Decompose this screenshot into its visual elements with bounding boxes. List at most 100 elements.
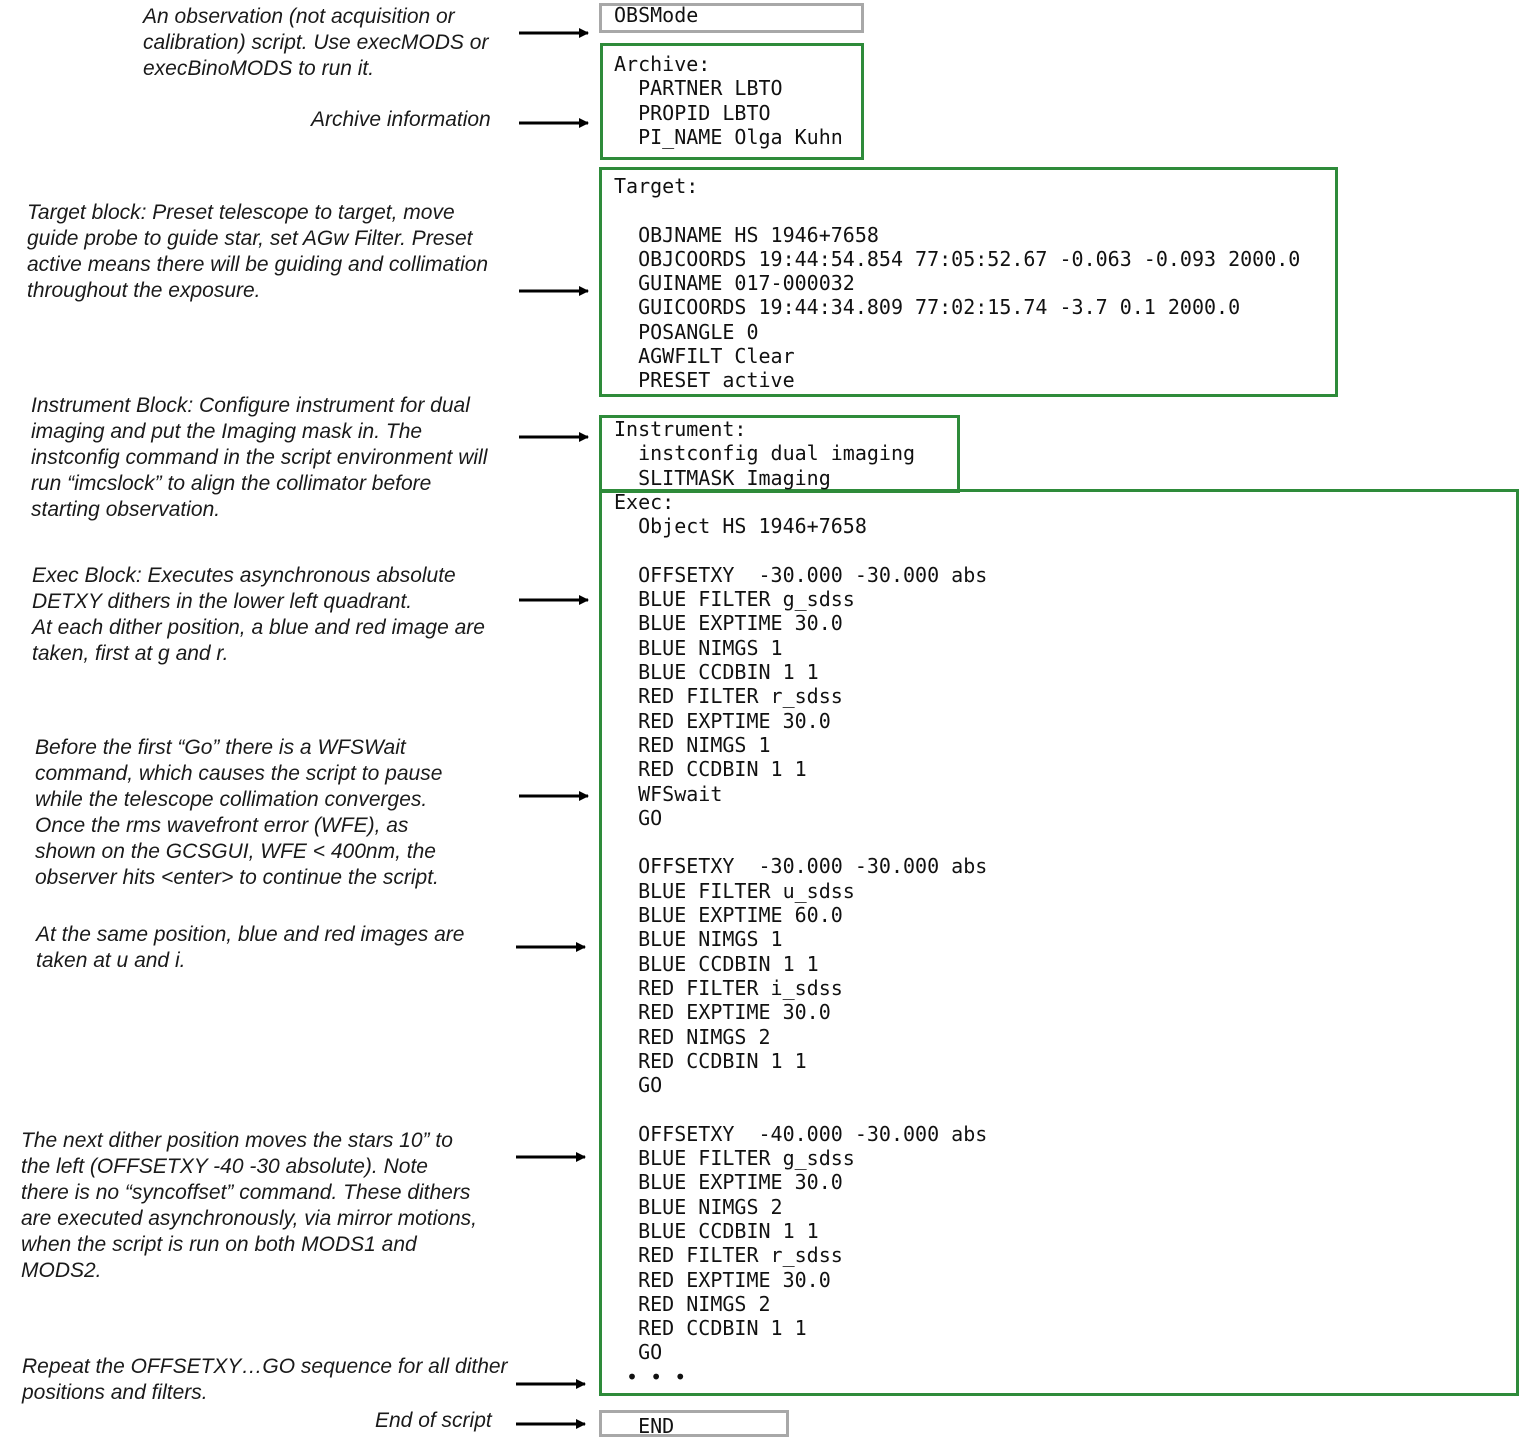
obsmode-code-line: OBSMode xyxy=(614,3,699,27)
exec-code-line: RED FILTER r_sdss xyxy=(614,1243,843,1268)
exec-code-line: BLUE CCDBIN 1 1 xyxy=(614,660,819,685)
exec-code-line: RED EXPTIME 30.0 xyxy=(614,708,831,733)
exec-code-line: RED CCDBIN 1 1 xyxy=(614,1316,807,1341)
annotation-end-line: End of script xyxy=(375,1409,492,1432)
exec-code-line: RED NIMGS 1 xyxy=(614,732,771,757)
archive-code-line: PARTNER LBTO xyxy=(614,76,783,101)
exec-code-line: RED EXPTIME 30.0 xyxy=(614,1267,831,1292)
annotation-next-dither-line: the left (OFFSETXY -40 -30 absolute). No… xyxy=(21,1155,428,1178)
instrument-code-line: SLITMASK Imaging xyxy=(614,465,831,490)
annotation-archive: Archive information xyxy=(311,107,491,133)
annotation-repeat: Repeat the OFFSETXY…GO sequence for all … xyxy=(22,1354,508,1406)
exec-code-line: RED CCDBIN 1 1 xyxy=(614,1048,807,1073)
exec-code-line: BLUE CCDBIN 1 1 xyxy=(614,951,819,976)
target-block-box xyxy=(599,167,1338,397)
annotation-wfswait-line: while the telescope collimation converge… xyxy=(35,788,428,811)
exec-code-line: BLUE NIMGS 1 xyxy=(614,927,783,952)
annotation-instrument-line: run “imcslock” to align the collimator b… xyxy=(31,472,432,495)
annotation-exec: Exec Block: Executes asynchronous absolu… xyxy=(32,563,485,667)
obsmode-box xyxy=(599,3,864,33)
exec-code-line: Object HS 1946+7658 xyxy=(614,514,867,539)
end-box xyxy=(599,1410,789,1437)
annotation-instrument: Instrument Block: Configure instrument f… xyxy=(31,393,487,523)
annotation-wfswait-line: observer hits <enter> to continue the sc… xyxy=(35,866,439,889)
annotation-next-dither-line: there is no “syncoffset” command. These … xyxy=(21,1181,471,1204)
exec-code-line: OFFSETXY -30.000 -30.000 abs xyxy=(614,854,988,879)
annotation-next-dither-line: are executed asynchronously, via mirror … xyxy=(21,1207,477,1230)
annotation-exec-line: DETXY dithers in the lower left quadrant… xyxy=(32,590,413,613)
annotation-same-position-line: taken at u and i. xyxy=(36,949,186,972)
exec-code-line: BLUE FILTER u_sdss xyxy=(614,878,855,903)
exec-code-line: GO xyxy=(614,805,663,830)
annotation-obsmode-line: An observation (not acquisition or xyxy=(143,5,455,28)
exec-code-line: Exec: xyxy=(614,490,675,514)
exec-code-line xyxy=(614,539,987,563)
target-code-line: OBJNAME HS 1946+7658 xyxy=(614,222,879,247)
annotation-obsmode: An observation (not acquisition or calibr… xyxy=(143,4,488,82)
exec-code-line: WFSwait xyxy=(614,781,723,806)
target-code-line: Target: xyxy=(614,174,699,198)
annotation-exec-line: taken, first at g and r. xyxy=(32,642,229,665)
archive-code: Archive: PARTNER LBTO PROPID LBTO PI_NAM… xyxy=(614,52,843,149)
annotation-target-line: Target block: Preset telescope to target… xyxy=(27,201,455,224)
archive-code-line: PI_NAME Olga Kuhn xyxy=(614,124,843,149)
target-code-line: AGWFILT Clear xyxy=(614,344,795,369)
annotation-obsmode-line: calibration) script. Use execMODS or xyxy=(143,31,489,54)
exec-code-line: BLUE FILTER g_sdss xyxy=(614,587,855,612)
exec-code-line xyxy=(614,830,987,854)
exec-code-line: RED NIMGS 2 xyxy=(614,1291,771,1316)
end-code: END xyxy=(614,1414,674,1438)
exec-code-line: BLUE EXPTIME 60.0 xyxy=(614,903,843,928)
archive-block-box xyxy=(600,43,864,160)
target-code-line: GUINAME 017-000032 xyxy=(614,271,855,296)
annotation-instrument-line: imaging and put the Imaging mask in. The xyxy=(31,420,423,443)
target-code: Target: OBJNAME HS 1946+7658 OBJCOORDS 1… xyxy=(614,174,1300,393)
annotation-instrument-line: starting observation. xyxy=(31,498,221,521)
annotation-same-position: At the same position, blue and red image… xyxy=(36,922,464,974)
exec-code-line: OFFSETXY -30.000 -30.000 abs xyxy=(614,562,988,587)
exec-code-line: RED FILTER r_sdss xyxy=(614,684,843,709)
target-code-line: OBJCOORDS 19:44:54.854 77:05:52.67 -0.06… xyxy=(614,246,1301,271)
annotation-repeat-line: positions and filters. xyxy=(22,1381,208,1404)
exec-code-line: RED CCDBIN 1 1 xyxy=(614,757,807,782)
exec-code-line: RED FILTER i_sdss xyxy=(614,975,843,1000)
archive-code-line: Archive: xyxy=(614,52,711,76)
exec-code-line: RED EXPTIME 30.0 xyxy=(614,1000,831,1025)
annotation-instrument-line: Instrument Block: Configure instrument f… xyxy=(31,394,470,417)
exec-code-line: • • • xyxy=(614,1364,687,1389)
annotation-archive-line: Archive information xyxy=(311,108,491,131)
exec-code-line: BLUE NIMGS 2 xyxy=(614,1194,783,1219)
exec-code-line: BLUE EXPTIME 30.0 xyxy=(614,611,843,636)
instrument-code-line: instconfig dual imaging xyxy=(614,441,916,466)
exec-code-line: BLUE NIMGS 1 xyxy=(614,635,783,660)
target-code-line xyxy=(614,198,1300,222)
annotation-instrument-line: instconfig command in the script environ… xyxy=(31,446,488,469)
annotation-wfswait-line: Before the first “Go” there is a WFSWait xyxy=(35,736,406,759)
annotation-repeat-line: Repeat the OFFSETXY…GO sequence for all … xyxy=(22,1355,508,1378)
exec-code-line: BLUE FILTER g_sdss xyxy=(614,1146,855,1171)
target-code-line: PRESET active xyxy=(614,368,795,393)
archive-code-line: PROPID LBTO xyxy=(614,100,771,125)
annotation-exec-line: At each dither position, a blue and red … xyxy=(32,616,485,639)
exec-code-line: GO xyxy=(614,1073,663,1098)
exec-code-line: BLUE EXPTIME 30.0 xyxy=(614,1170,843,1195)
instrument-code: Instrument: instconfig dual imaging SLIT… xyxy=(614,417,915,490)
exec-code-line: OFFSETXY -40.000 -30.000 abs xyxy=(614,1121,988,1146)
exec-code-line xyxy=(614,1097,987,1121)
exec-code-line: BLUE CCDBIN 1 1 xyxy=(614,1218,819,1243)
annotation-next-dither-line: MODS2. xyxy=(21,1259,102,1282)
annotation-target: Target block: Preset telescope to target… xyxy=(27,200,488,304)
exec-code: Exec: Object HS 1946+7658 OFFSETXY -30.0… xyxy=(614,490,987,1389)
annotation-target-line: throughout the exposure. xyxy=(27,279,261,302)
annotation-wfswait-line: Once the rms wavefront error (WFE), as xyxy=(35,814,409,837)
exec-block-box xyxy=(599,489,1519,1396)
end-code-line: END xyxy=(614,1414,675,1438)
obsmode-code: OBSMode xyxy=(614,3,698,27)
annotation-exec-line: Exec Block: Executes asynchronous absolu… xyxy=(32,564,456,587)
annotation-target-line: active means there will be guiding and c… xyxy=(27,253,489,276)
target-code-line: POSANGLE 0 xyxy=(614,319,759,344)
annotation-wfswait-line: shown on the GCSGUI, WFE < 400nm, the xyxy=(35,840,436,863)
instrument-code-line: Instrument: xyxy=(614,417,747,441)
exec-code-line: RED NIMGS 2 xyxy=(614,1024,771,1049)
